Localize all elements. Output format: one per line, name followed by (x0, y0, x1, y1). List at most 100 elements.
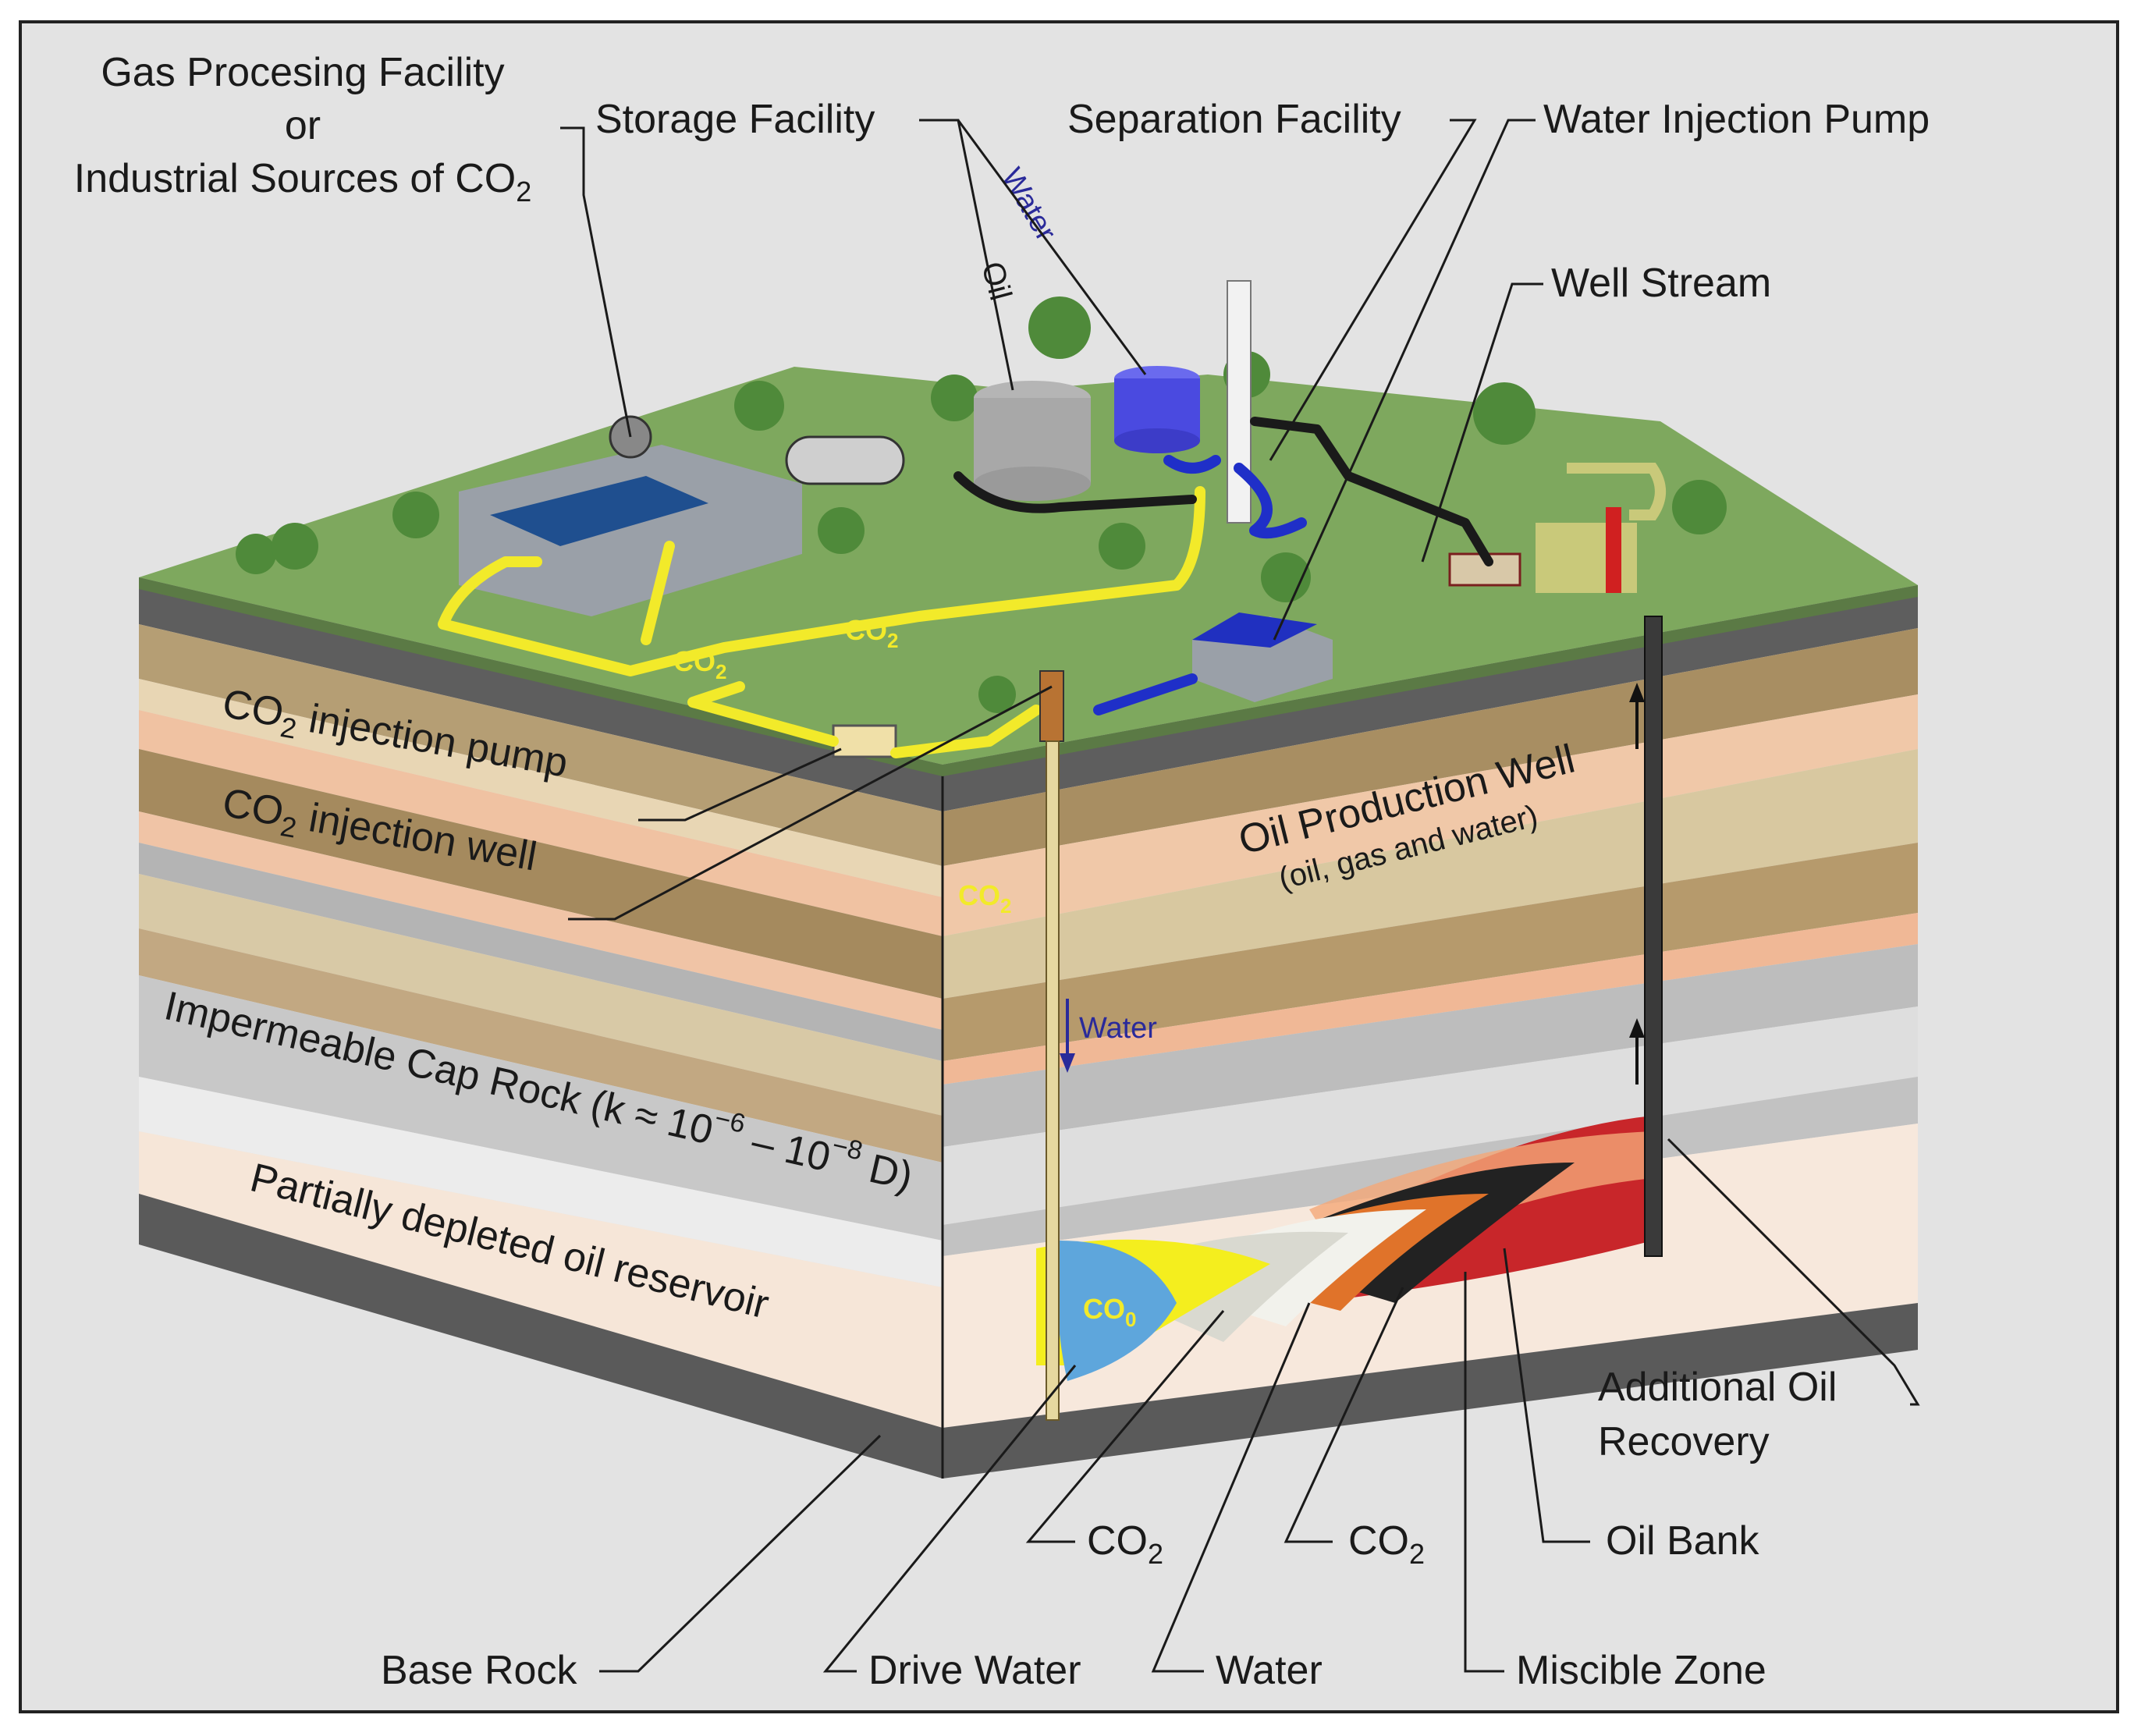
reservoir-zones: CO0 (1036, 1116, 1653, 1381)
co2-injection-pump-unit (832, 724, 897, 758)
oil-bank-label: Oil Bank (1606, 1518, 1760, 1564)
stratum-grey-1-right (943, 944, 1918, 1147)
co2-pipeline (438, 486, 1205, 758)
stratum-base-left (139, 1194, 943, 1479)
gas-facility-label-1: Gas Procesing Facility (101, 50, 504, 95)
surface: CO2 CO2 (139, 280, 1918, 776)
tree (1473, 382, 1536, 445)
stratum-peach-1-right (943, 694, 1918, 936)
tree (1261, 552, 1311, 602)
stratum-cream-1-right (943, 749, 1918, 999)
tree (236, 534, 276, 574)
leader-co2-zone-1 (1025, 1310, 1225, 1543)
stratum-peach-2-right (943, 913, 1918, 1085)
facility-building (459, 445, 802, 616)
leader-co2-zone-2 (1284, 1287, 1404, 1543)
leader-co2-pump (638, 747, 842, 822)
stratum-tan-1 (139, 624, 943, 866)
wells: CO2 Water (958, 616, 1663, 1421)
separation-label: Separation Facility (1067, 97, 1401, 142)
leader-gas-facility (560, 126, 632, 438)
facility-solar-roof (490, 476, 708, 546)
co2-zone-label-1: CO2 (1087, 1518, 1163, 1570)
stratum-tan-3 (139, 928, 943, 1163)
tree (818, 507, 865, 554)
stratum-base-right (943, 1303, 1918, 1479)
gas-facility-label-3: Industrial Sources of CO2 (74, 156, 532, 208)
additional-recovery-label-1: Additional Oil (1598, 1365, 1837, 1410)
leader-separation (1269, 119, 1477, 461)
facility-tank (785, 435, 905, 485)
stratum-caprock-right (943, 1006, 1918, 1225)
leader-well-stream (1421, 282, 1543, 563)
stratum-cream-2 (139, 874, 943, 1116)
separation-tower (1227, 280, 1252, 524)
co2-zone-label-2: CO2 (1348, 1518, 1425, 1570)
separation-facility (1227, 280, 1252, 524)
tree (978, 676, 1016, 713)
stratum-caprock-light-left (139, 1077, 943, 1287)
leader-oil-bank (1503, 1248, 1590, 1543)
stratum-grey-1 (139, 843, 943, 1061)
leader-lines (560, 119, 1920, 1673)
oil-tag: Oil (975, 258, 1017, 304)
stratum-tan-2-right (943, 843, 1918, 1061)
tree (734, 381, 784, 431)
well-stream-label: Well Stream (1551, 261, 1771, 306)
base-rock-label: Base Rock (381, 1648, 577, 1693)
pumpjack-head (1567, 463, 1666, 520)
tree (1028, 296, 1091, 359)
gas-facility-label-2: or (285, 103, 321, 148)
water-down-label: Water (1079, 1012, 1157, 1045)
leader-miscible (1464, 1272, 1504, 1673)
water-tag: Water (995, 163, 1063, 247)
tree (392, 492, 439, 538)
co2-surface-label-2: CO2 (845, 614, 898, 652)
tree (272, 523, 318, 570)
left-face-strata (139, 577, 943, 1479)
stratum-peach-1 (139, 710, 943, 936)
leader-water-pump (1273, 119, 1536, 641)
storage-facility (974, 366, 1200, 501)
water-pipeline (1093, 455, 1307, 715)
tree (931, 375, 978, 421)
drive-water-zone (1056, 1241, 1177, 1381)
eor-diagram: CO0 (74, 50, 1930, 1693)
gas-processing-facility (459, 415, 905, 616)
tree (1672, 480, 1727, 534)
co2-plume-label: CO0 (1083, 1293, 1136, 1331)
drive-water-label: Drive Water (868, 1648, 1081, 1693)
stratum-peach-2 (139, 811, 943, 1030)
diagram-frame: CO0 (19, 20, 2119, 1713)
miscible-zone-label: Miscible Zone (1516, 1648, 1766, 1693)
stratum-cream-1 (139, 679, 943, 897)
pumpjack (1448, 463, 1666, 593)
stratum-tan-2 (139, 749, 943, 999)
co2-surface-label-1: CO2 (673, 645, 726, 683)
co2-injection-well-bore (1046, 740, 1060, 1421)
water-label: Water (1216, 1648, 1323, 1693)
oil-production-well-bore (1644, 616, 1663, 1257)
water-injection-pump (1192, 612, 1333, 702)
stratum-reservoir-left (139, 1131, 943, 1428)
leader-additional (1667, 1138, 1920, 1406)
water-pump-label: Water Injection Pump (1543, 97, 1930, 142)
co2-injection-wellhead (1039, 670, 1064, 742)
prod-arrowhead-2 (1629, 1018, 1645, 1038)
stratum-grey-2-right (943, 1077, 1918, 1256)
prod-arrowhead-1 (1629, 683, 1645, 702)
tree (1099, 523, 1145, 570)
additional-recovery-label-2: Recovery (1598, 1419, 1770, 1464)
water-down-arrowhead (1060, 1053, 1075, 1073)
leader-co2-well (568, 685, 1053, 921)
stratum-caprock-left (139, 975, 943, 1241)
leader-water (1151, 1302, 1311, 1673)
co2-pipe-label: CO2 (958, 879, 1011, 918)
pumpjack-base (1536, 523, 1637, 593)
storage-label: Storage Facility (595, 97, 875, 142)
pumpjack-red (1606, 507, 1621, 593)
stratum-tan-1-right (943, 628, 1918, 866)
leader-base-rock (599, 1434, 882, 1673)
leader-storage (919, 119, 1147, 391)
leader-drive-water (822, 1365, 1077, 1673)
